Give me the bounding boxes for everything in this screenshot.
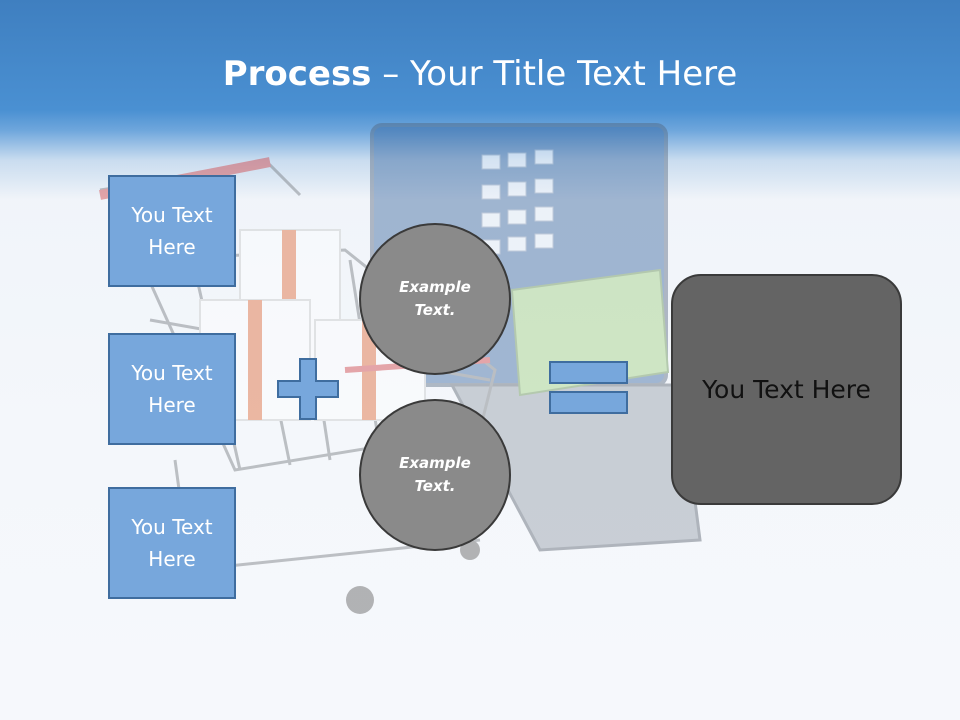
header-band bbox=[0, 0, 960, 200]
text-box-label: You Text Here bbox=[131, 515, 213, 571]
circle-label: Example Text. bbox=[399, 454, 471, 495]
text-box-2[interactable]: You Text Here bbox=[108, 333, 236, 445]
example-circle-2[interactable]: Example Text. bbox=[359, 399, 511, 551]
text-box-3[interactable]: You Text Here bbox=[108, 487, 236, 599]
example-circle-1[interactable]: Example Text. bbox=[359, 223, 511, 375]
equals-icon bbox=[549, 361, 628, 414]
circle-label: Example Text. bbox=[399, 278, 471, 319]
result-label: You Text Here bbox=[702, 375, 871, 404]
title-rest: – Your Title Text Here bbox=[371, 54, 738, 94]
text-box-1[interactable]: You Text Here bbox=[108, 175, 236, 287]
plus-icon bbox=[277, 358, 339, 420]
text-box-label: You Text Here bbox=[131, 361, 213, 417]
title-bold: Process bbox=[222, 54, 372, 94]
text-box-label: You Text Here bbox=[131, 203, 213, 259]
result-box[interactable]: You Text Here bbox=[671, 274, 902, 505]
slide-title: Process – Your Title Text Here bbox=[0, 52, 960, 96]
